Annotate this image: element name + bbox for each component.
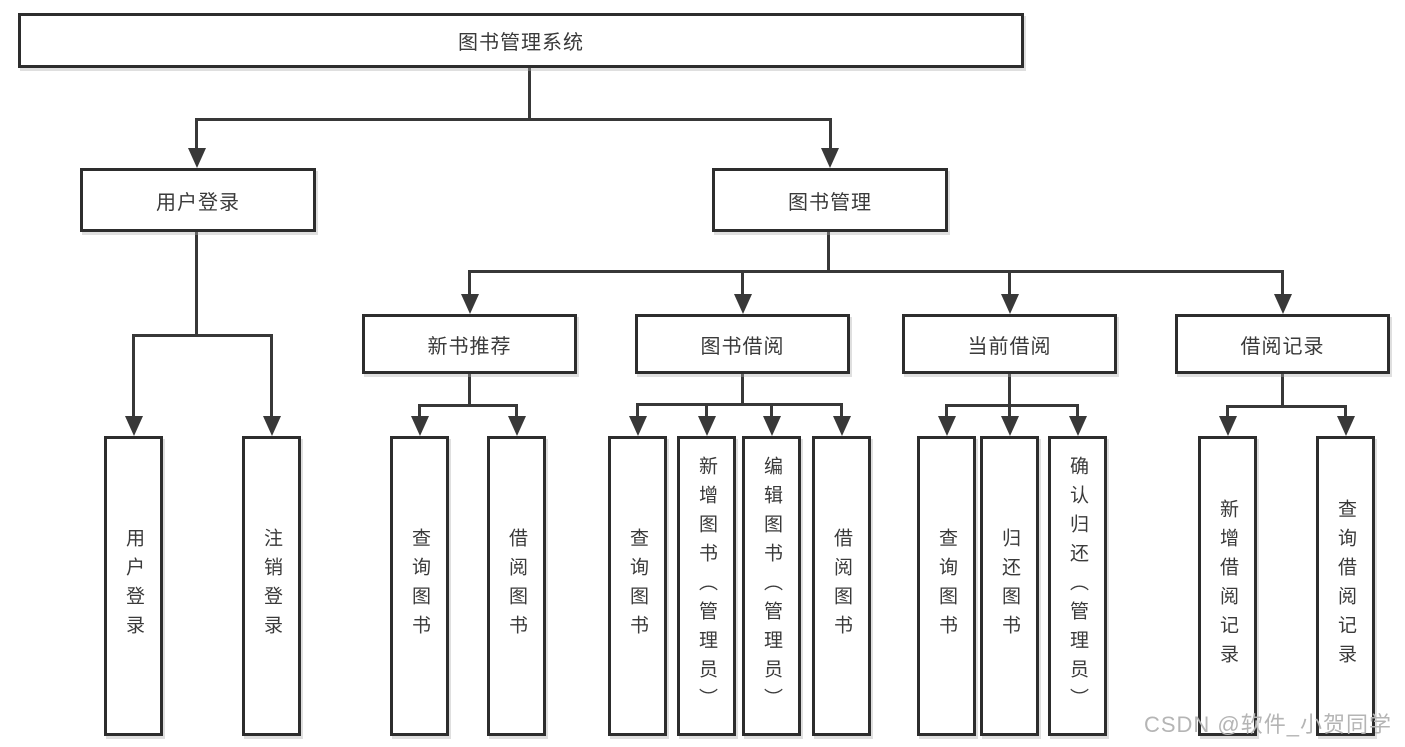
node-user-login: 用户登录: [80, 168, 316, 232]
leaf-logout: 注销登录: [242, 436, 301, 736]
leaf-label: 新增图书（管理员）: [696, 455, 717, 717]
down-arrowhead-icon: [1001, 294, 1019, 314]
connector-line: [741, 270, 744, 296]
down-arrowhead-icon: [833, 416, 851, 436]
connector-line: [1344, 405, 1347, 418]
down-arrowhead-icon: [1069, 416, 1087, 436]
down-arrowhead-icon: [821, 148, 839, 168]
leaf-label: 查询借阅记录: [1335, 499, 1356, 673]
leaf-borrow-books-newbooks: 借阅图书: [487, 436, 546, 736]
connector-line: [1008, 374, 1011, 407]
down-arrowhead-icon: [629, 416, 647, 436]
connector-line: [195, 232, 198, 337]
down-arrowhead-icon: [188, 148, 206, 168]
connector-line: [827, 232, 830, 272]
node-current-borrowing: 当前借阅: [902, 314, 1117, 374]
connector-line: [418, 404, 421, 418]
connector-line: [636, 403, 639, 418]
leaf-label: 借阅图书: [831, 528, 852, 644]
connector-line: [1076, 404, 1079, 418]
down-arrowhead-icon: [508, 416, 526, 436]
down-arrowhead-icon: [1219, 416, 1237, 436]
leaf-return-book: 归还图书: [980, 436, 1039, 736]
leaf-add-borrow-record: 新增借阅记录: [1198, 436, 1257, 736]
down-arrowhead-icon: [938, 416, 956, 436]
connector-line: [1281, 270, 1284, 296]
connector-line: [1226, 405, 1347, 408]
connector-line: [1008, 404, 1011, 418]
connector-line: [1226, 405, 1229, 418]
leaf-query-borrow-record: 查询借阅记录: [1316, 436, 1375, 736]
connector-line: [528, 68, 531, 120]
connector-line: [770, 403, 773, 418]
connector-line: [829, 118, 832, 151]
connector-line: [195, 118, 198, 151]
leaf-user-login: 用户登录: [104, 436, 163, 736]
connector-line: [1281, 374, 1284, 408]
watermark: CSDN @软件_小贺同学: [1143, 712, 1392, 737]
connector-line: [515, 404, 518, 418]
node-root-system: 图书管理系统: [18, 13, 1024, 68]
connector-line: [132, 334, 273, 337]
connector-line: [468, 270, 1284, 273]
connector-line: [132, 334, 135, 418]
down-arrowhead-icon: [734, 294, 752, 314]
leaf-label: 查询图书: [936, 528, 957, 644]
connector-line: [270, 334, 273, 418]
down-arrowhead-icon: [125, 416, 143, 436]
down-arrowhead-icon: [698, 416, 716, 436]
leaf-label: 编辑图书（管理员）: [761, 455, 782, 717]
connector-line: [705, 403, 708, 418]
down-arrowhead-icon: [1274, 294, 1292, 314]
down-arrowhead-icon: [411, 416, 429, 436]
connector-line: [1008, 270, 1011, 296]
connector-line: [741, 374, 744, 406]
down-arrowhead-icon: [461, 294, 479, 314]
down-arrowhead-icon: [1001, 416, 1019, 436]
leaf-query-books-current: 查询图书: [917, 436, 976, 736]
down-arrowhead-icon: [263, 416, 281, 436]
connector-line: [195, 118, 832, 121]
leaf-borrow-books-borrow: 借阅图书: [812, 436, 871, 736]
leaf-label: 用户登录: [123, 528, 144, 644]
leaf-query-books-newbooks: 查询图书: [390, 436, 449, 736]
leaf-label: 注销登录: [261, 528, 282, 644]
leaf-label: 归还图书: [999, 528, 1020, 644]
connector-line: [418, 404, 518, 407]
leaf-edit-book-admin: 编辑图书（管理员）: [742, 436, 801, 736]
leaf-query-books-borrow: 查询图书: [608, 436, 667, 736]
node-new-book-recommendation: 新书推荐: [362, 314, 577, 374]
node-book-management: 图书管理: [712, 168, 948, 232]
leaf-label: 查询图书: [627, 528, 648, 644]
connector-line: [468, 270, 471, 296]
leaf-label: 借阅图书: [506, 528, 527, 644]
leaf-label: 新增借阅记录: [1217, 499, 1238, 673]
leaf-confirm-return-admin: 确认归还（管理员）: [1048, 436, 1107, 736]
connector-line: [945, 404, 948, 418]
connector-line: [636, 403, 843, 406]
down-arrowhead-icon: [1337, 416, 1355, 436]
node-book-borrowing: 图书借阅: [635, 314, 850, 374]
connector-line: [840, 403, 843, 418]
down-arrowhead-icon: [763, 416, 781, 436]
leaf-add-book-admin: 新增图书（管理员）: [677, 436, 736, 736]
connector-line: [945, 404, 1079, 407]
node-borrowing-records: 借阅记录: [1175, 314, 1390, 374]
connector-line: [468, 374, 471, 407]
leaf-label: 查询图书: [409, 528, 430, 644]
leaf-label: 确认归还（管理员）: [1067, 455, 1088, 717]
